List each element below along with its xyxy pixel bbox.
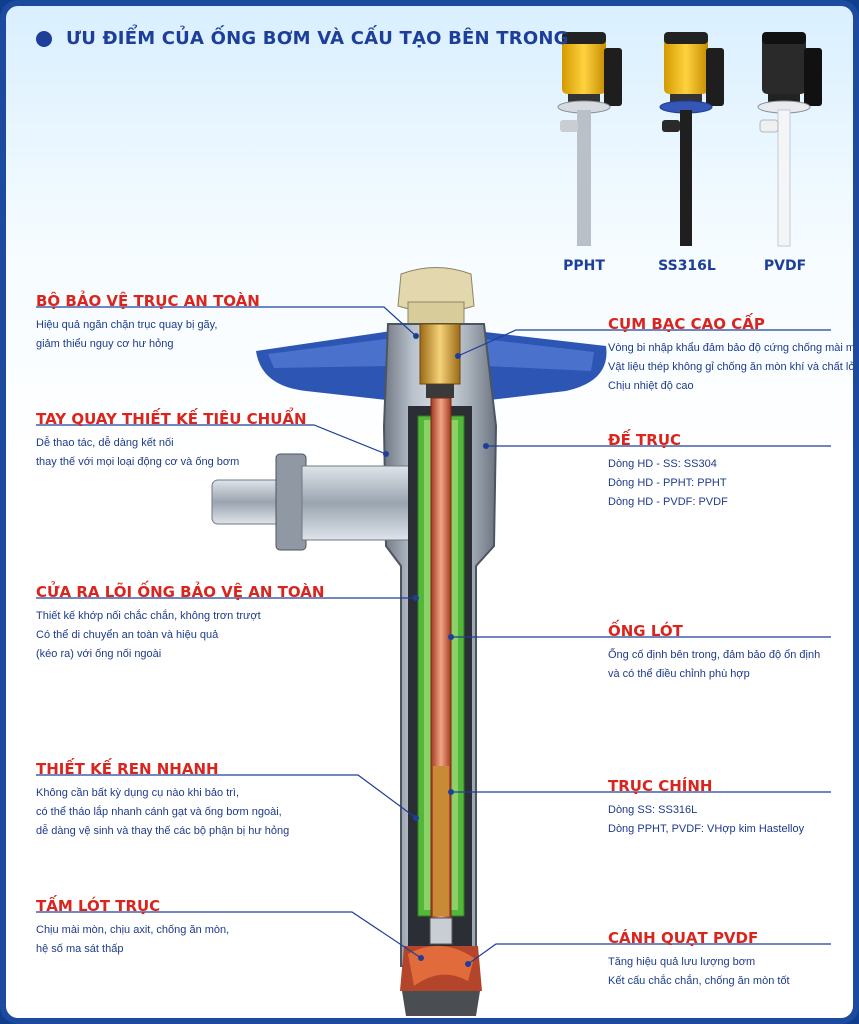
label-title: CỬA RA LÕI ỐNG BẢO VỆ AN TOÀN xyxy=(36,583,325,601)
label-title: TAY QUAY THIẾT KẾ TIÊU CHUẨN xyxy=(36,410,307,428)
label-title: CỤM BẠC CAO CẤP xyxy=(608,315,765,333)
product-pvdf-image xyxy=(757,32,822,247)
label-title: THIẾT KẾ REN NHANH xyxy=(36,760,219,778)
leader-lines xyxy=(36,306,831,965)
label-desc: Dòng HD - SS: SS304 Dòng HD - PPHT: PPHT… xyxy=(608,458,728,508)
label-title: TẤM LÓT TRỤC xyxy=(36,897,161,915)
label-shaft-liner: TẤM LÓT TRỤC Chịu mài mòn, chịu axit, ch… xyxy=(36,897,229,959)
label-outlet-core: CỬA RA LÕI ỐNG BẢO VỆ AN TOÀN Thiết kế k… xyxy=(36,583,324,664)
label-desc: Ống cố định bên trong, đảm bảo độ ổn địn… xyxy=(608,649,821,680)
label-desc: Chịu mài mòn, chịu axit, chống ăn mòn, h… xyxy=(36,924,230,955)
pump-illustration xyxy=(36,32,831,1016)
product-ppht-image xyxy=(557,32,622,246)
label-liner-tube: ỐNG LÓT Ống cố định bên trong, đảm bảo đ… xyxy=(608,622,820,684)
label-pvdf-impeller: CÁNH QUẠT PVDF Tăng hiệu quả lưu lượng b… xyxy=(608,929,790,991)
handle-wing xyxy=(256,331,607,401)
model-label-ppht: PPHT xyxy=(563,258,605,274)
label-main-shaft: TRỤC CHÍNH Dòng SS: SS316L Dòng PPHT, PV… xyxy=(608,777,804,839)
model-label-ss316l: SS316L xyxy=(658,258,716,274)
page-title: ƯU ĐIỂM CỦA ỐNG BƠM VÀ CẤU TẠO BÊN TRONG xyxy=(36,28,569,49)
label-title: BỘ BẢO VỆ TRỤC AN TOÀN xyxy=(36,292,260,310)
label-desc: Tăng hiệu quả lưu lượng bơm Kết cấu chắc… xyxy=(608,956,790,987)
impeller xyxy=(400,945,482,1016)
label-desc: Vòng bi nhập khẩu đảm bảo độ cứng chống … xyxy=(608,342,859,392)
label-title: ĐẾ TRỤC xyxy=(608,431,682,449)
label-desc: Dễ thao tác, dễ dàng kết nối thay thế vớ… xyxy=(36,437,240,468)
label-title: TRỤC CHÍNH xyxy=(608,777,713,795)
label-shaft-base: ĐẾ TRỤC Dòng HD - SS: SS304 Dòng HD - PP… xyxy=(608,431,728,512)
outlet-pipe xyxy=(211,453,413,551)
label-title: CÁNH QUẠT PVDF xyxy=(608,929,759,947)
label-desc: Không cần bất kỳ dụng cụ nào khi bảo trì… xyxy=(36,787,290,837)
model-label-pvdf: PVDF xyxy=(763,258,807,274)
label-desc: Thiết kế khớp nối chắc chắn, không trơn … xyxy=(36,610,261,660)
product-ss316l-image xyxy=(659,32,724,246)
label-desc: Hiệu quả ngăn chặn trục quay bị gãy, giả… xyxy=(36,319,218,350)
label-desc: Dòng SS: SS316L Dòng PPHT, PVDF: VHợp ki… xyxy=(608,804,805,835)
title-text: ƯU ĐIỂM CỦA ỐNG BƠM VÀ CẤU TẠO BÊN TRONG xyxy=(66,28,569,49)
label-shaft-guard: BỘ BẢO VỆ TRỤC AN TOÀN Hiệu quả ngăn chặ… xyxy=(36,292,260,354)
bullet-dot xyxy=(36,30,52,47)
label-quick-thread: THIẾT KẾ REN NHANH Không cần bất kỳ dụng… xyxy=(36,760,289,841)
label-title: ỐNG LÓT xyxy=(608,622,683,640)
label-crank-handle: TAY QUAY THIẾT KẾ TIÊU CHUẨN Dễ thao tác… xyxy=(36,410,307,472)
label-bearing-assembly: CỤM BẠC CAO CẤP Vòng bi nhập khẩu đảm bả… xyxy=(608,315,859,396)
